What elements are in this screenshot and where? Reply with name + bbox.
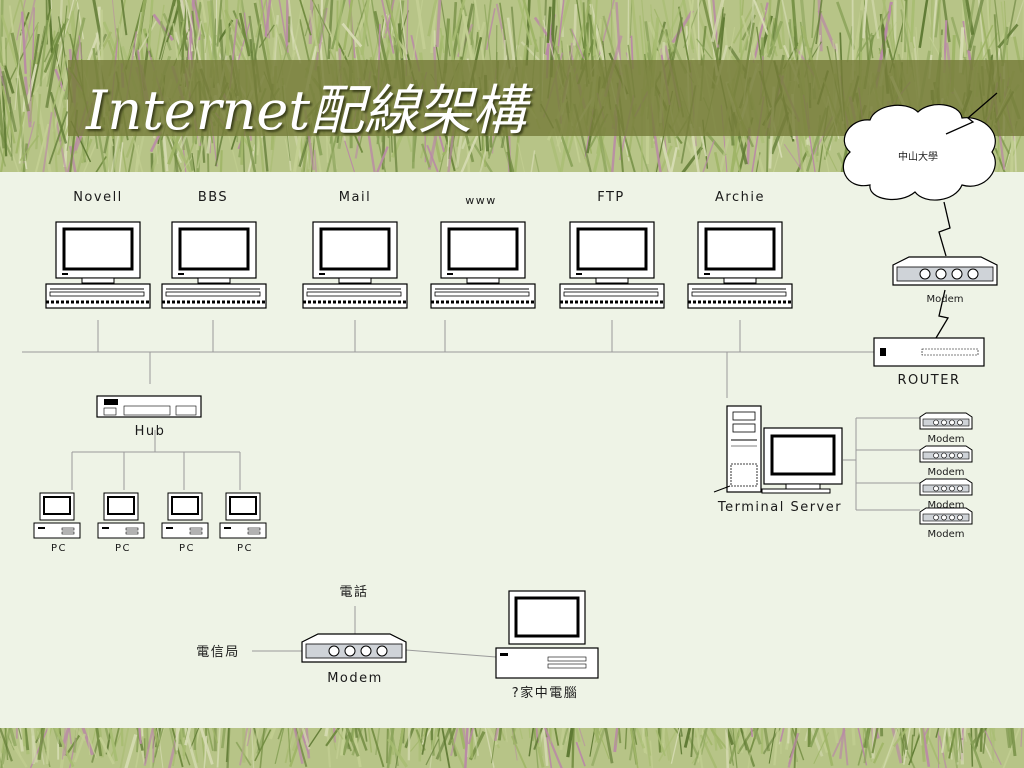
pc-4 bbox=[219, 492, 267, 539]
terminal-server-label: Terminal Server bbox=[717, 500, 842, 515]
server-label-bbs: BBS bbox=[198, 190, 228, 205]
dialup-modem-1 bbox=[919, 412, 973, 430]
server-label-www: www bbox=[465, 194, 497, 207]
server-label-ftp: FTP bbox=[597, 190, 625, 205]
dialup-modem-label-1: Modem bbox=[928, 434, 965, 445]
server-label-novell: Novell bbox=[73, 190, 123, 205]
dialup-modem-2 bbox=[919, 445, 973, 463]
server-novell bbox=[44, 220, 152, 310]
lightning-link-icon bbox=[945, 92, 998, 135]
lightning-link-icon bbox=[935, 289, 950, 339]
router bbox=[873, 337, 985, 367]
telecom-label: 電信局 bbox=[196, 645, 240, 660]
server-archie bbox=[686, 220, 794, 310]
terminal-server bbox=[713, 405, 843, 494]
dialup-modem-label-3: Modem bbox=[928, 500, 965, 511]
server-www bbox=[429, 220, 537, 310]
pc-3 bbox=[161, 492, 209, 539]
pc-label-4: PC bbox=[237, 543, 253, 554]
home-computer-label: ?家中電腦 bbox=[512, 685, 578, 701]
home-modem-label: Modem bbox=[327, 671, 383, 686]
server-bbs bbox=[160, 220, 268, 310]
network-wiring bbox=[22, 320, 920, 658]
cloud-label: 中山大學 bbox=[898, 150, 938, 163]
grass-footer-image bbox=[0, 728, 1024, 768]
pc-label-2: PC bbox=[115, 543, 131, 554]
slide-title: Internet配線架構 bbox=[86, 79, 527, 142]
uplink-modem bbox=[892, 256, 998, 286]
phone-label: 電話 bbox=[339, 584, 368, 600]
dialup-modem-label-2: Modem bbox=[928, 467, 965, 478]
pc-2 bbox=[97, 492, 145, 539]
lightning-link-icon bbox=[938, 201, 951, 257]
pc-1 bbox=[33, 492, 81, 539]
server-label-mail: Mail bbox=[339, 190, 371, 205]
hub-label: Hub bbox=[135, 424, 166, 439]
dialup-modem-3 bbox=[919, 478, 973, 496]
uplink-modem-label: Modem bbox=[927, 294, 964, 305]
hub bbox=[96, 395, 202, 418]
server-mail bbox=[301, 220, 409, 310]
dialup-modem-label-4: Modem bbox=[928, 529, 965, 540]
server-label-archie: Archie bbox=[715, 190, 765, 205]
pc-label-3: PC bbox=[179, 543, 195, 554]
router-label: ROUTER bbox=[898, 373, 961, 388]
home-computer bbox=[495, 590, 599, 679]
server-ftp bbox=[558, 220, 666, 310]
internet-cloud: 中山大學 bbox=[842, 104, 996, 201]
pc-label-1: PC bbox=[51, 543, 67, 554]
home-modem bbox=[301, 633, 407, 663]
